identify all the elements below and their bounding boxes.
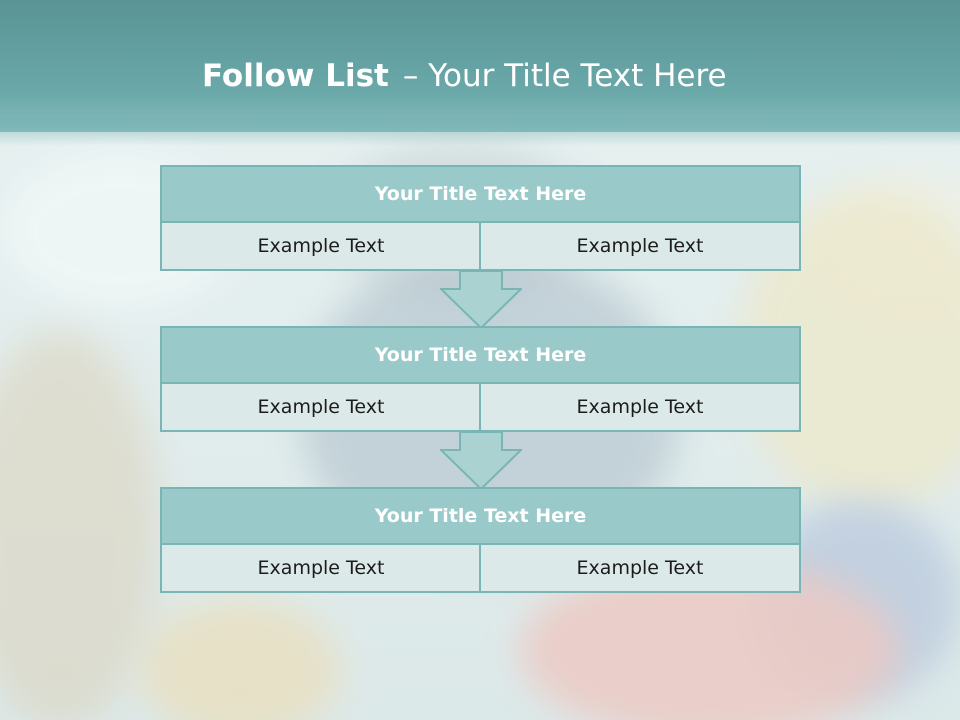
title-bar-fade	[0, 118, 960, 146]
step-3-right-cell: Example Text	[479, 543, 801, 593]
step-title-1: Your Title Text Here	[160, 165, 801, 223]
step-box-1: Your Title Text Here Example Text Exampl…	[160, 165, 801, 271]
step-box-3: Your Title Text Here Example Text Exampl…	[160, 487, 801, 593]
step-box-2: Your Title Text Here Example Text Exampl…	[160, 326, 801, 432]
down-arrow-icon	[440, 271, 522, 329]
step-1-right-cell: Example Text	[479, 221, 801, 271]
step-3-left-cell: Example Text	[160, 543, 482, 593]
down-arrow-icon	[440, 432, 522, 490]
slide-title: Follow List – Your Title Text Here	[202, 54, 727, 98]
step-2-right-cell: Example Text	[479, 382, 801, 432]
step-title-3: Your Title Text Here	[160, 487, 801, 545]
step-2-left-cell: Example Text	[160, 382, 482, 432]
step-title-2: Your Title Text Here	[160, 326, 801, 384]
slide-title-rest: – Your Title Text Here	[402, 58, 727, 94]
title-bar	[0, 0, 960, 132]
step-1-left-cell: Example Text	[160, 221, 482, 271]
slide-title-bold: Follow List	[202, 58, 389, 94]
